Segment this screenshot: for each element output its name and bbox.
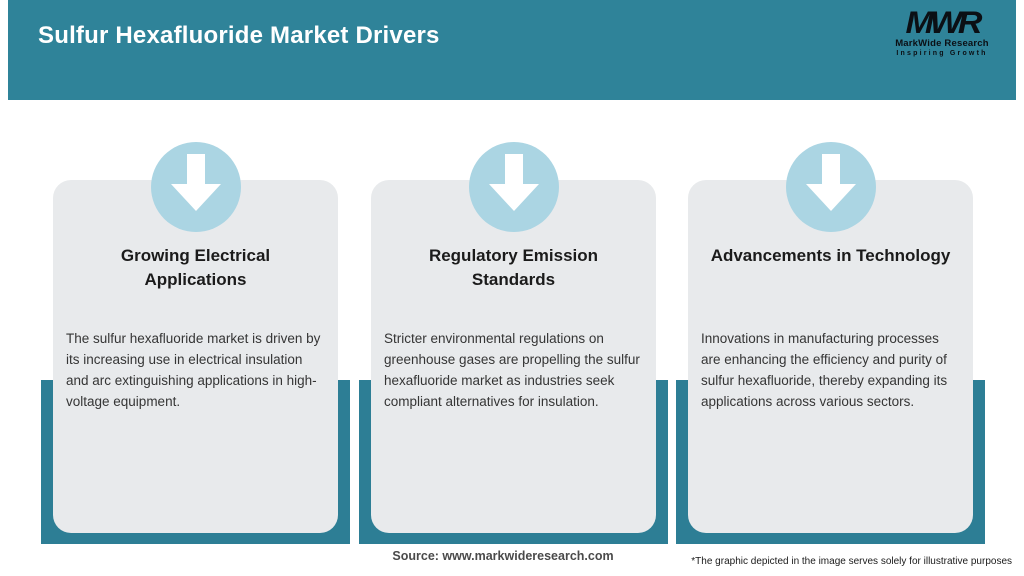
card-title: Growing Electrical Applications [120, 246, 271, 289]
down-arrow-icon [171, 154, 221, 211]
card-body: Innovations in manufacturing processes a… [701, 331, 948, 409]
card-body: The sulfur hexafluoride market is driven… [66, 331, 321, 409]
header-banner: Sulfur Hexafluoride Market Drivers MWR M… [8, 0, 1016, 100]
driver-section-regulatory-emission: Regulatory Emission Standards Stricter e… [359, 142, 668, 544]
down-arrow-badge [469, 142, 559, 232]
page-title: Sulfur Hexafluoride Market Drivers [38, 22, 440, 49]
driver-section-advancements-technology: Advancements in Technology Innovations i… [676, 142, 985, 544]
driver-card: Advancements in Technology Innovations i… [688, 180, 973, 533]
down-arrow-icon [806, 154, 856, 211]
driver-card: Growing Electrical Applications The sulf… [53, 180, 338, 533]
card-body: Stricter environmental regulations on gr… [384, 331, 640, 409]
card-title: Regulatory Emission Standards [428, 246, 599, 289]
card-title: Advancements in Technology [710, 246, 951, 265]
source-text: Source: www.markwideresearch.com [392, 549, 614, 563]
driver-card: Regulatory Emission Standards Stricter e… [371, 180, 656, 533]
logo-name: MarkWide Research [895, 38, 989, 49]
down-arrow-badge [151, 142, 241, 232]
down-arrow-badge [786, 142, 876, 232]
down-arrow-icon [489, 154, 539, 211]
logo-tagline: Inspiring Growth [896, 50, 988, 57]
driver-section-growing-electrical: Growing Electrical Applications The sulf… [41, 142, 350, 544]
logo-monogram: MWR [905, 5, 983, 41]
markwide-logo: MWR MarkWide Research Inspiring Growth [882, 6, 1002, 57]
disclaimer-text: *The graphic depicted in the image serve… [691, 556, 1012, 567]
